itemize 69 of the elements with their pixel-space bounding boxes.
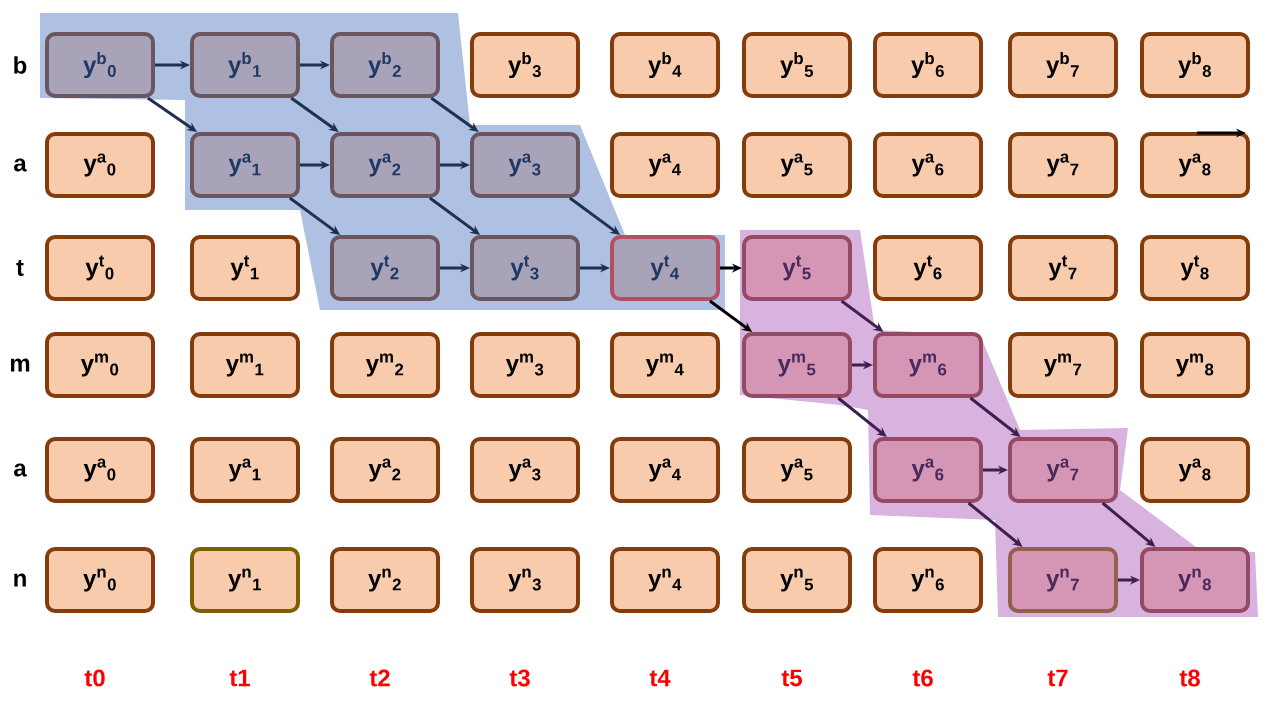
node-box: y$^{a}$0 — [45, 437, 155, 503]
node-box: y$^{a}$5 — [742, 132, 852, 198]
time-label: t6 — [912, 669, 933, 687]
node-box: y$^{t}$3 — [470, 235, 580, 301]
time-label: t4 — [649, 669, 671, 687]
node-box: y$^{b}$5 — [742, 32, 852, 98]
node-box: y$^{a}$4 — [610, 132, 720, 198]
node-box: y$^{t}$0 — [45, 235, 155, 301]
time-label: t5 — [781, 669, 802, 687]
node-box: y$^{a}$1 — [190, 437, 300, 503]
node-box: y$^{a}$7 — [1008, 132, 1118, 198]
node-box: y$^{b}$4 — [610, 32, 720, 98]
node-box: y$^{n}$3 — [470, 547, 580, 613]
node-box: y$^{m}$2 — [330, 332, 440, 398]
node-box: y$^{a}$3 — [470, 132, 580, 198]
node-box: y$^{a}$6 — [873, 437, 983, 503]
node-box: y$^{a}$2 — [330, 437, 440, 503]
time-label: t8 — [1179, 669, 1200, 687]
arrow — [837, 396, 887, 437]
row-label: a — [14, 158, 27, 172]
time-label: t2 — [369, 669, 390, 687]
node-box: y$^{n}$6 — [873, 547, 983, 613]
node-box: y$^{m}$6 — [873, 332, 983, 398]
node-box: y$^{t}$4 — [610, 235, 720, 301]
row-label: m — [10, 358, 30, 372]
node-box: y$^{m}$3 — [470, 332, 580, 398]
node-box: y$^{m}$0 — [45, 332, 155, 398]
node-box: y$^{a}$8 — [1140, 132, 1250, 198]
node-box: y$^{a}$3 — [470, 437, 580, 503]
node-box: y$^{a}$6 — [873, 132, 983, 198]
node-box: y$^{m}$5 — [742, 332, 852, 398]
node-box: y$^{t}$7 — [1008, 235, 1118, 301]
node-box: y$^{n}$1 — [190, 547, 300, 613]
node-box: y$^{m}$8 — [1140, 332, 1250, 398]
node-box: y$^{n}$7 — [1008, 547, 1118, 613]
node-box: y$^{t}$8 — [1140, 235, 1250, 301]
node-box: y$^{a}$4 — [610, 437, 720, 503]
time-label: t1 — [229, 669, 250, 687]
node-box: y$^{m}$1 — [190, 332, 300, 398]
node-box: y$^{b}$3 — [470, 32, 580, 98]
row-label: t — [16, 260, 24, 276]
node-box: y$^{n}$0 — [45, 547, 155, 613]
node-box: y$^{a}$2 — [330, 132, 440, 198]
node-box: y$^{b}$6 — [873, 32, 983, 98]
node-box: y$^{a}$5 — [742, 437, 852, 503]
node-box: y$^{a}$0 — [45, 132, 155, 198]
node-box: y$^{n}$4 — [610, 547, 720, 613]
row-label: a — [14, 463, 27, 477]
node-box: y$^{b}$2 — [330, 32, 440, 98]
node-box: y$^{b}$7 — [1008, 32, 1118, 98]
node-box: y$^{n}$2 — [330, 547, 440, 613]
time-label: t7 — [1047, 669, 1068, 687]
node-box: y$^{a}$7 — [1008, 437, 1118, 503]
node-box: y$^{t}$6 — [873, 235, 983, 301]
node-box: y$^{m}$4 — [610, 332, 720, 398]
node-box: y$^{t}$1 — [190, 235, 300, 301]
node-box: y$^{a}$1 — [190, 132, 300, 198]
node-box: y$^{t}$2 — [330, 235, 440, 301]
node-box: y$^{t}$5 — [742, 235, 852, 301]
node-box: y$^{n}$8 — [1140, 547, 1250, 613]
time-label: t0 — [84, 669, 105, 687]
node-box: y$^{b}$0 — [45, 32, 155, 98]
node-box: y$^{n}$5 — [742, 547, 852, 613]
node-box: y$^{b}$1 — [190, 32, 300, 98]
row-label: b — [14, 56, 27, 74]
node-box: y$^{a}$8 — [1140, 437, 1250, 503]
node-box: y$^{m}$7 — [1008, 332, 1118, 398]
time-label: t3 — [509, 669, 530, 687]
node-box: y$^{b}$8 — [1140, 32, 1250, 98]
